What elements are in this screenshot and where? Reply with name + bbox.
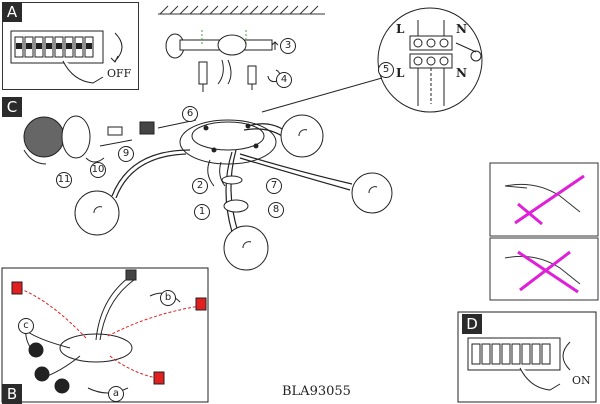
step-b: b: [160, 290, 176, 306]
panel-d-letter: D: [462, 314, 482, 334]
step-4: 4: [276, 72, 292, 88]
panel-a-letter: A: [2, 2, 22, 22]
on-label: ON: [572, 374, 591, 387]
step-1: 1: [194, 204, 210, 220]
screws: [198, 59, 257, 92]
panel-b-letter: B: [2, 384, 22, 404]
step-7: 7: [266, 178, 282, 194]
step-6: 6: [182, 106, 198, 122]
step-2: 2: [192, 178, 208, 194]
terminal-n-bottom: N: [456, 66, 467, 80]
ceiling-hatch: [158, 5, 325, 15]
globe-shades: [74, 114, 393, 271]
fixture-base: [179, 119, 277, 165]
canopy-parts: [207, 159, 249, 213]
terminal-block: [409, 20, 482, 106]
terminal-l-top: L: [396, 22, 405, 36]
step-3: 3: [280, 38, 296, 54]
fixture-arms: [111, 123, 353, 233]
step-11: 11: [56, 172, 72, 188]
no-touch-panel-1: [489, 162, 599, 237]
step-a: a: [108, 386, 124, 402]
no-touch-panel-2: [489, 237, 599, 301]
panel-a: A OFF: [2, 2, 139, 90]
step-5: 5: [378, 62, 394, 78]
step-9: 9: [118, 146, 134, 162]
model-code: BLA93055: [282, 384, 351, 399]
mounting-plate: [165, 30, 273, 59]
panel-b-illustration: [1, 267, 209, 403]
off-label: OFF: [107, 67, 132, 80]
panel-a-illustration: [10, 30, 123, 84]
step-8: 8: [268, 202, 284, 218]
step-c: c: [18, 318, 34, 334]
step-10: 10: [90, 162, 106, 178]
terminal-l-bottom: L: [396, 66, 405, 80]
panel-c-letter: C: [2, 97, 22, 117]
shade-exploded: [23, 115, 197, 159]
terminal-n-top: N: [456, 22, 467, 36]
